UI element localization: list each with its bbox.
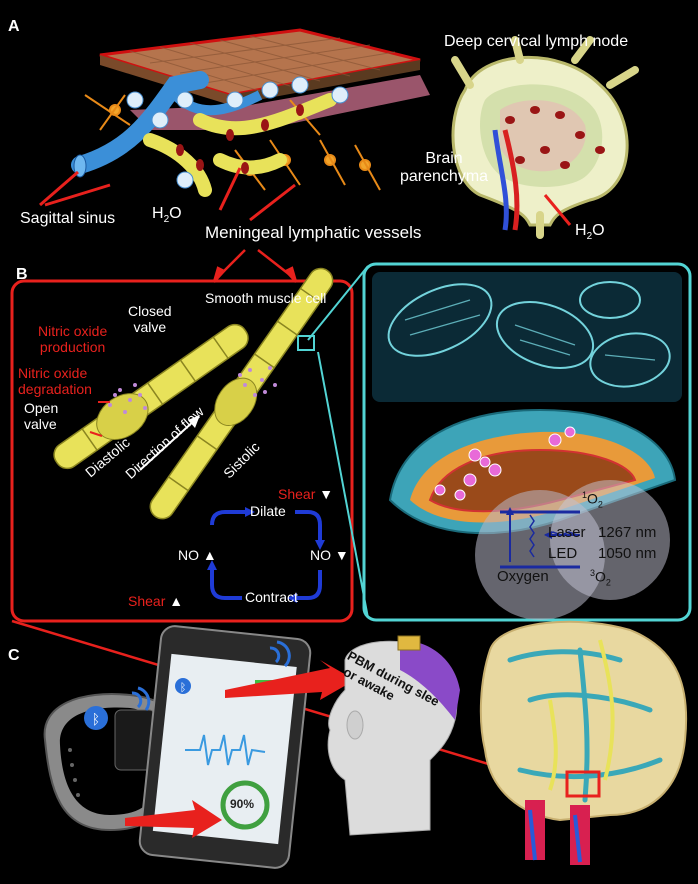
contract-label: Contract — [245, 589, 298, 605]
led-wavelength: 1050 nm — [598, 545, 657, 562]
svg-text:ᛒ: ᛒ — [92, 712, 100, 728]
shear-top-label: Shear ▼ — [278, 486, 334, 502]
battery-percentage: 90% — [230, 797, 255, 811]
svg-text:ᛒ: ᛒ — [180, 681, 187, 694]
no-right-label: NO ▼ — [310, 547, 349, 563]
lymph-node-label: Deep cervical lymph node — [444, 33, 629, 50]
brain-model — [479, 620, 688, 865]
shear-bottom-label: Shear ▲ — [128, 593, 184, 609]
panel-b-red-frame — [10, 279, 354, 623]
smartphone: ᛒ — [138, 625, 312, 869]
mitochondria-photo — [372, 272, 682, 402]
meningeal-lymphatic-label: Meningeal lymphatic vessels — [205, 223, 422, 242]
laser-label: Laser — [548, 524, 586, 541]
sagittal-sinus-label: Sagittal sinus — [20, 210, 116, 227]
triplet-oxygen-label: 3O2 — [590, 568, 611, 588]
h2o-label-node: H2O — [575, 222, 605, 243]
h2o-label-a: H2O — [152, 205, 182, 226]
panel-a-letter: A — [8, 18, 20, 35]
no-left-label: NO ▲ — [178, 547, 217, 563]
dilate-label: Dilate — [250, 503, 286, 519]
panel-b-letter: B — [16, 266, 28, 283]
oxygen-label: Oxygen — [497, 568, 549, 585]
head-model — [327, 635, 460, 836]
led-label: LED — [548, 545, 578, 562]
laser-wavelength: 1267 nm — [598, 524, 657, 541]
singlet-oxygen-label: 1O2 — [582, 490, 603, 510]
panel-c-letter: C — [8, 647, 20, 664]
panel-b-cyan-frame — [362, 262, 692, 622]
smooth-muscle-label: Smooth muscle cell — [205, 290, 327, 306]
